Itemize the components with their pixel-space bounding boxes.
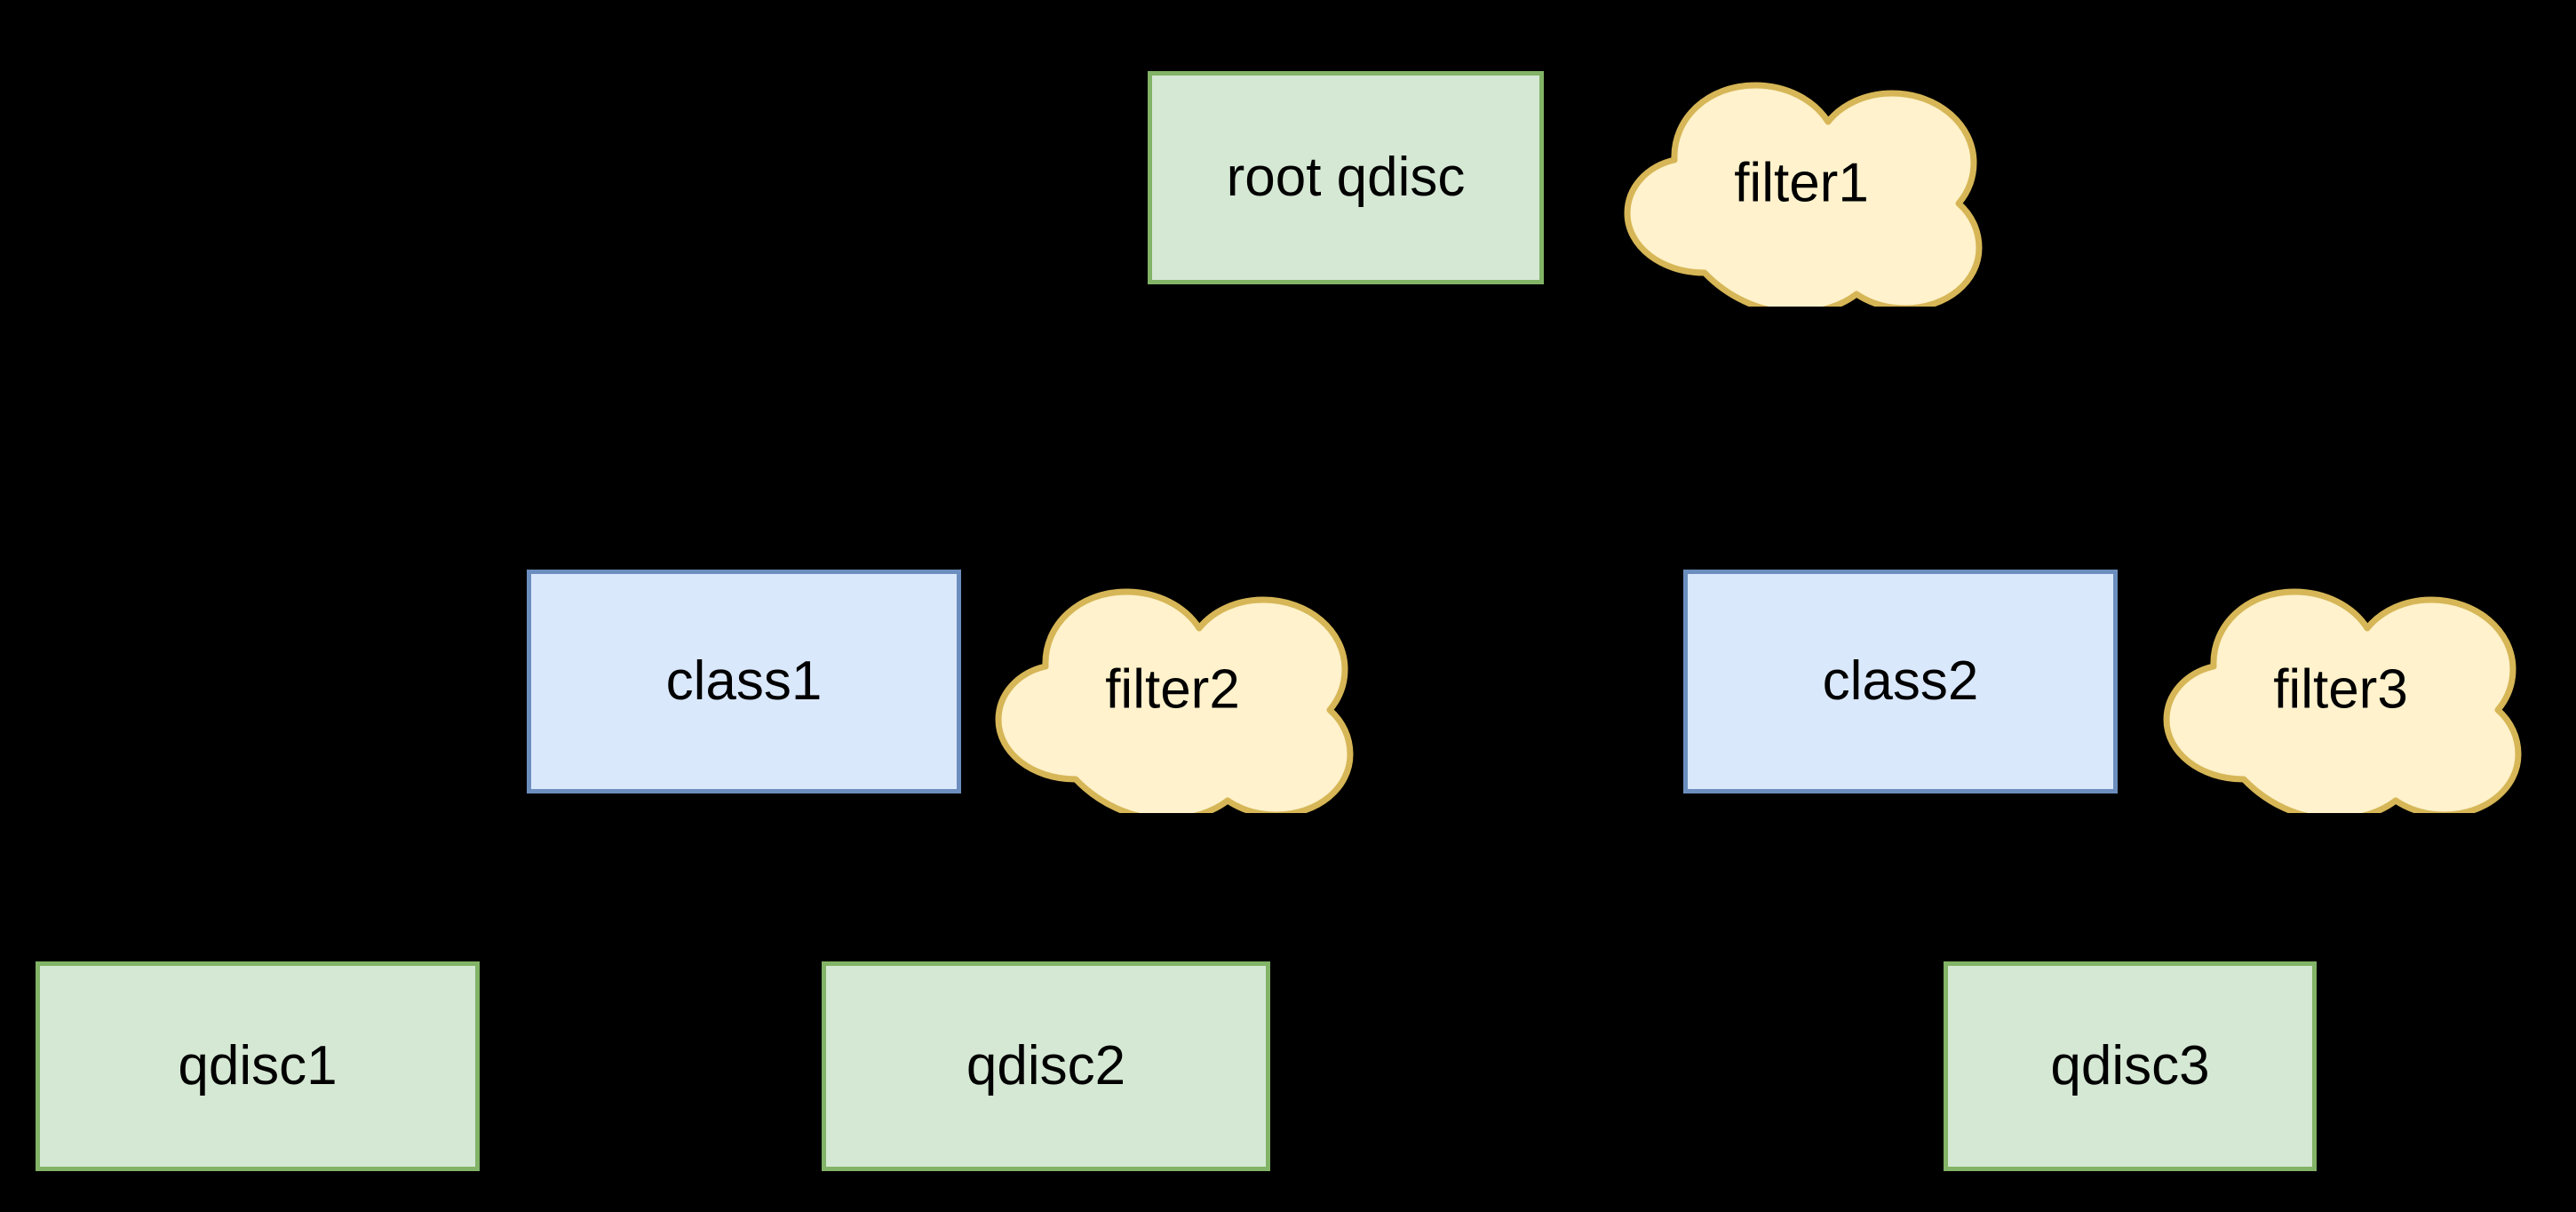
edge-class1-to-qdisc2 [741,793,1072,967]
edge-class2-to-qdisc3 [1898,793,2157,967]
cloud-shape-filter3 [2163,588,2522,813]
edge-root-to-class1 [717,284,1348,575]
edge-root-to-class2 [1343,284,1928,575]
node-class2[interactable]: class2 [1683,570,2118,793]
node-class1-label: class1 [665,650,823,712]
node-root-qdisc[interactable]: root qdisc [1148,71,1544,284]
node-root-qdisc-label: root qdisc [1226,146,1466,208]
node-qdisc3-label: qdisc3 [2050,1034,2210,1096]
node-class2-label: class2 [1822,650,1979,712]
node-filter3[interactable]: filter3 [2145,555,2536,813]
node-qdisc2[interactable]: qdisc2 [822,961,1270,1171]
cloud-shape-filter2 [995,588,1354,813]
node-class1[interactable]: class1 [527,570,961,793]
node-qdisc1[interactable]: qdisc1 [36,961,480,1171]
node-filter1[interactable]: filter1 [1606,49,1997,307]
node-qdisc2-label: qdisc2 [966,1034,1126,1096]
node-qdisc1-label: qdisc1 [178,1034,338,1096]
node-qdisc3[interactable]: qdisc3 [1944,961,2317,1171]
cloud-shape-filter1 [1624,82,1983,307]
node-filter2[interactable]: filter2 [977,555,1368,813]
edge-class1-to-qdisc1 [231,793,746,967]
